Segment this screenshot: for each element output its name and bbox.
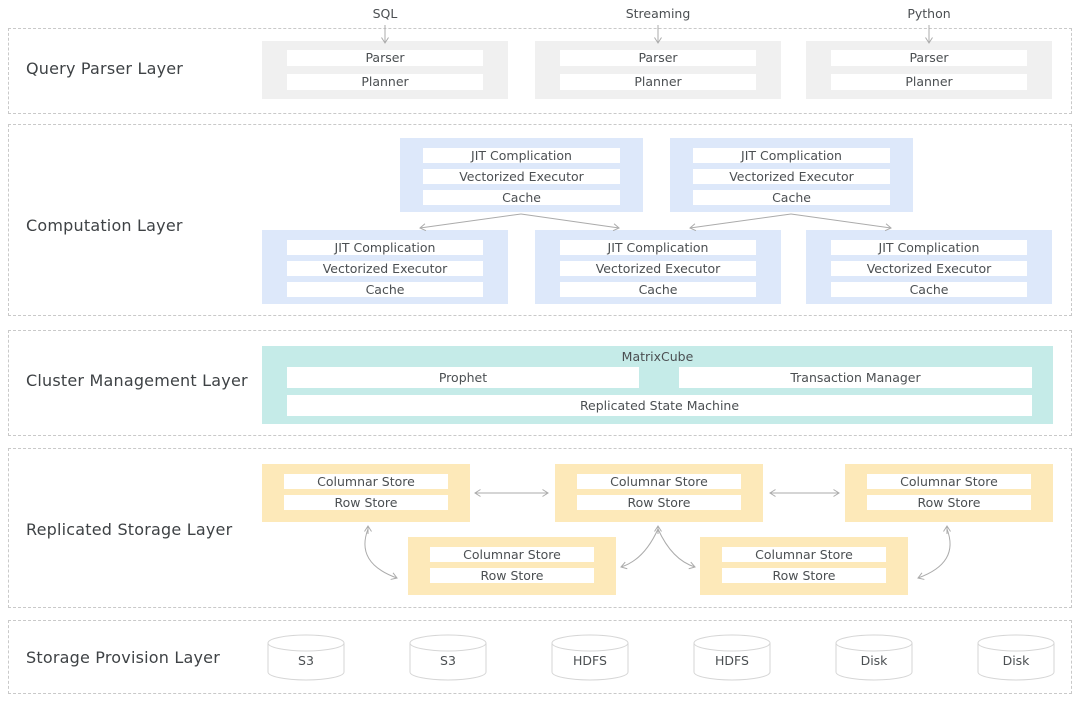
node-row-store: Row Store bbox=[284, 495, 448, 510]
source-label-python: Python bbox=[907, 6, 951, 21]
node-jit-complication: JIT Complication bbox=[831, 240, 1027, 255]
database-cylinder-icon bbox=[267, 634, 345, 681]
database-cylinder-icon bbox=[835, 634, 913, 681]
node-vectorized-executor: Vectorized Executor bbox=[287, 261, 483, 276]
cylinder-label: Disk bbox=[1002, 653, 1030, 668]
source-label-streaming: Streaming bbox=[625, 6, 691, 21]
cylinder-hdfs-1: HDFS bbox=[551, 634, 629, 682]
database-cylinder-icon bbox=[551, 634, 629, 681]
node-parser: Parser bbox=[831, 50, 1027, 66]
storage-node-bottom-2: Columnar Store Row Store bbox=[700, 537, 908, 595]
node-parser: Parser bbox=[560, 50, 756, 66]
cylinder-label: Disk bbox=[860, 653, 888, 668]
parser-group-streaming: Parser Planner bbox=[535, 41, 781, 99]
layer-title-storage-provision: Storage Provision Layer bbox=[26, 648, 220, 667]
node-columnar-store: Columnar Store bbox=[867, 474, 1031, 489]
layer-title-computation: Computation Layer bbox=[26, 216, 183, 235]
node-cache: Cache bbox=[693, 190, 890, 205]
compute-node-bottom-3: JIT Complication Vectorized Executor Cac… bbox=[806, 230, 1052, 304]
database-cylinder-icon bbox=[977, 634, 1055, 681]
node-jit-complication: JIT Complication bbox=[423, 148, 620, 163]
cylinder-label: S3 bbox=[298, 653, 314, 668]
storage-node-top-1: Columnar Store Row Store bbox=[262, 464, 470, 522]
node-vectorized-executor: Vectorized Executor bbox=[831, 261, 1027, 276]
layer-title-query-parser: Query Parser Layer bbox=[26, 59, 184, 78]
node-cache: Cache bbox=[287, 282, 483, 297]
node-planner: Planner bbox=[287, 74, 483, 90]
node-cache: Cache bbox=[831, 282, 1027, 297]
node-row-store: Row Store bbox=[722, 568, 886, 583]
node-vectorized-executor: Vectorized Executor bbox=[560, 261, 756, 276]
matrixcube-label: MatrixCube bbox=[621, 349, 694, 364]
node-transaction-manager: Transaction Manager bbox=[679, 367, 1032, 388]
cylinder-disk-2: Disk bbox=[977, 634, 1055, 682]
node-columnar-store: Columnar Store bbox=[430, 547, 594, 562]
database-cylinder-icon bbox=[693, 634, 771, 681]
storage-node-top-3: Columnar Store Row Store bbox=[845, 464, 1053, 522]
cylinder-disk-1: Disk bbox=[835, 634, 913, 682]
compute-node-bottom-1: JIT Complication Vectorized Executor Cac… bbox=[262, 230, 508, 304]
node-columnar-store: Columnar Store bbox=[577, 474, 741, 489]
node-jit-complication: JIT Complication bbox=[693, 148, 890, 163]
cylinder-hdfs-2: HDFS bbox=[693, 634, 771, 682]
cylinder-label: HDFS bbox=[573, 653, 607, 668]
storage-node-top-2: Columnar Store Row Store bbox=[555, 464, 763, 522]
compute-node-top-1: JIT Complication Vectorized Executor Cac… bbox=[400, 138, 643, 212]
node-planner: Planner bbox=[831, 74, 1027, 90]
node-vectorized-executor: Vectorized Executor bbox=[693, 169, 890, 184]
node-cache: Cache bbox=[560, 282, 756, 297]
cylinder-s3-2: S3 bbox=[409, 634, 487, 682]
node-prophet: Prophet bbox=[287, 367, 639, 388]
node-cache: Cache bbox=[423, 190, 620, 205]
node-columnar-store: Columnar Store bbox=[284, 474, 448, 489]
cylinder-label: HDFS bbox=[715, 653, 749, 668]
cylinder-label: S3 bbox=[440, 653, 456, 668]
node-jit-complication: JIT Complication bbox=[287, 240, 483, 255]
node-vectorized-executor: Vectorized Executor bbox=[423, 169, 620, 184]
node-columnar-store: Columnar Store bbox=[722, 547, 886, 562]
compute-node-top-2: JIT Complication Vectorized Executor Cac… bbox=[670, 138, 913, 212]
node-replicated-state-machine: Replicated State Machine bbox=[287, 395, 1032, 416]
node-row-store: Row Store bbox=[430, 568, 594, 583]
parser-group-sql: Parser Planner bbox=[262, 41, 508, 99]
parser-group-python: Parser Planner bbox=[806, 41, 1052, 99]
node-row-store: Row Store bbox=[577, 495, 741, 510]
node-jit-complication: JIT Complication bbox=[560, 240, 756, 255]
node-row-store: Row Store bbox=[867, 495, 1031, 510]
database-cylinder-icon bbox=[409, 634, 487, 681]
node-parser: Parser bbox=[287, 50, 483, 66]
node-planner: Planner bbox=[560, 74, 756, 90]
compute-node-bottom-2: JIT Complication Vectorized Executor Cac… bbox=[535, 230, 781, 304]
storage-node-bottom-1: Columnar Store Row Store bbox=[408, 537, 616, 595]
cylinder-s3-1: S3 bbox=[267, 634, 345, 682]
layer-title-cluster-management: Cluster Management Layer bbox=[26, 371, 248, 390]
matrixcube-container: MatrixCube Prophet Transaction Manager R… bbox=[262, 346, 1053, 424]
layer-title-replicated-storage: Replicated Storage Layer bbox=[26, 520, 233, 539]
source-label-sql: SQL bbox=[372, 6, 398, 21]
